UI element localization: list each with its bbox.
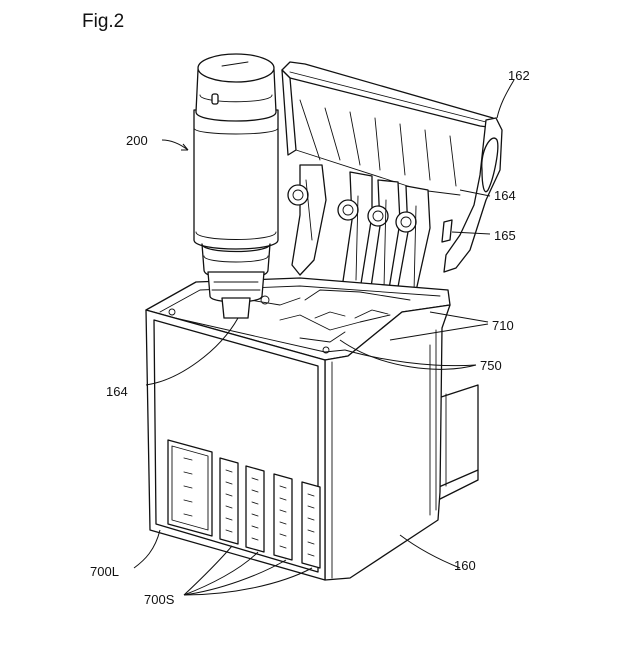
label-160: 160 [454, 558, 476, 573]
label-700L: 700L [90, 564, 119, 579]
window-700S-1 [220, 458, 238, 544]
tank-unit-body [146, 278, 450, 580]
figure-title: Fig.2 [82, 11, 124, 32]
label-165: 165 [494, 228, 516, 243]
window-700S-3 [274, 474, 292, 560]
label-164-top: 164 [494, 188, 516, 203]
label-200: 200 [126, 133, 148, 148]
ink-bottle [194, 54, 278, 318]
label-164-left: 164 [106, 384, 128, 399]
label-710: 710 [492, 318, 514, 333]
window-700S-4 [302, 482, 320, 568]
label-750: 750 [480, 358, 502, 373]
window-700L [168, 440, 212, 536]
label-162: 162 [508, 68, 530, 83]
window-700S-2 [246, 466, 264, 552]
label-700S: 700S [144, 592, 175, 607]
